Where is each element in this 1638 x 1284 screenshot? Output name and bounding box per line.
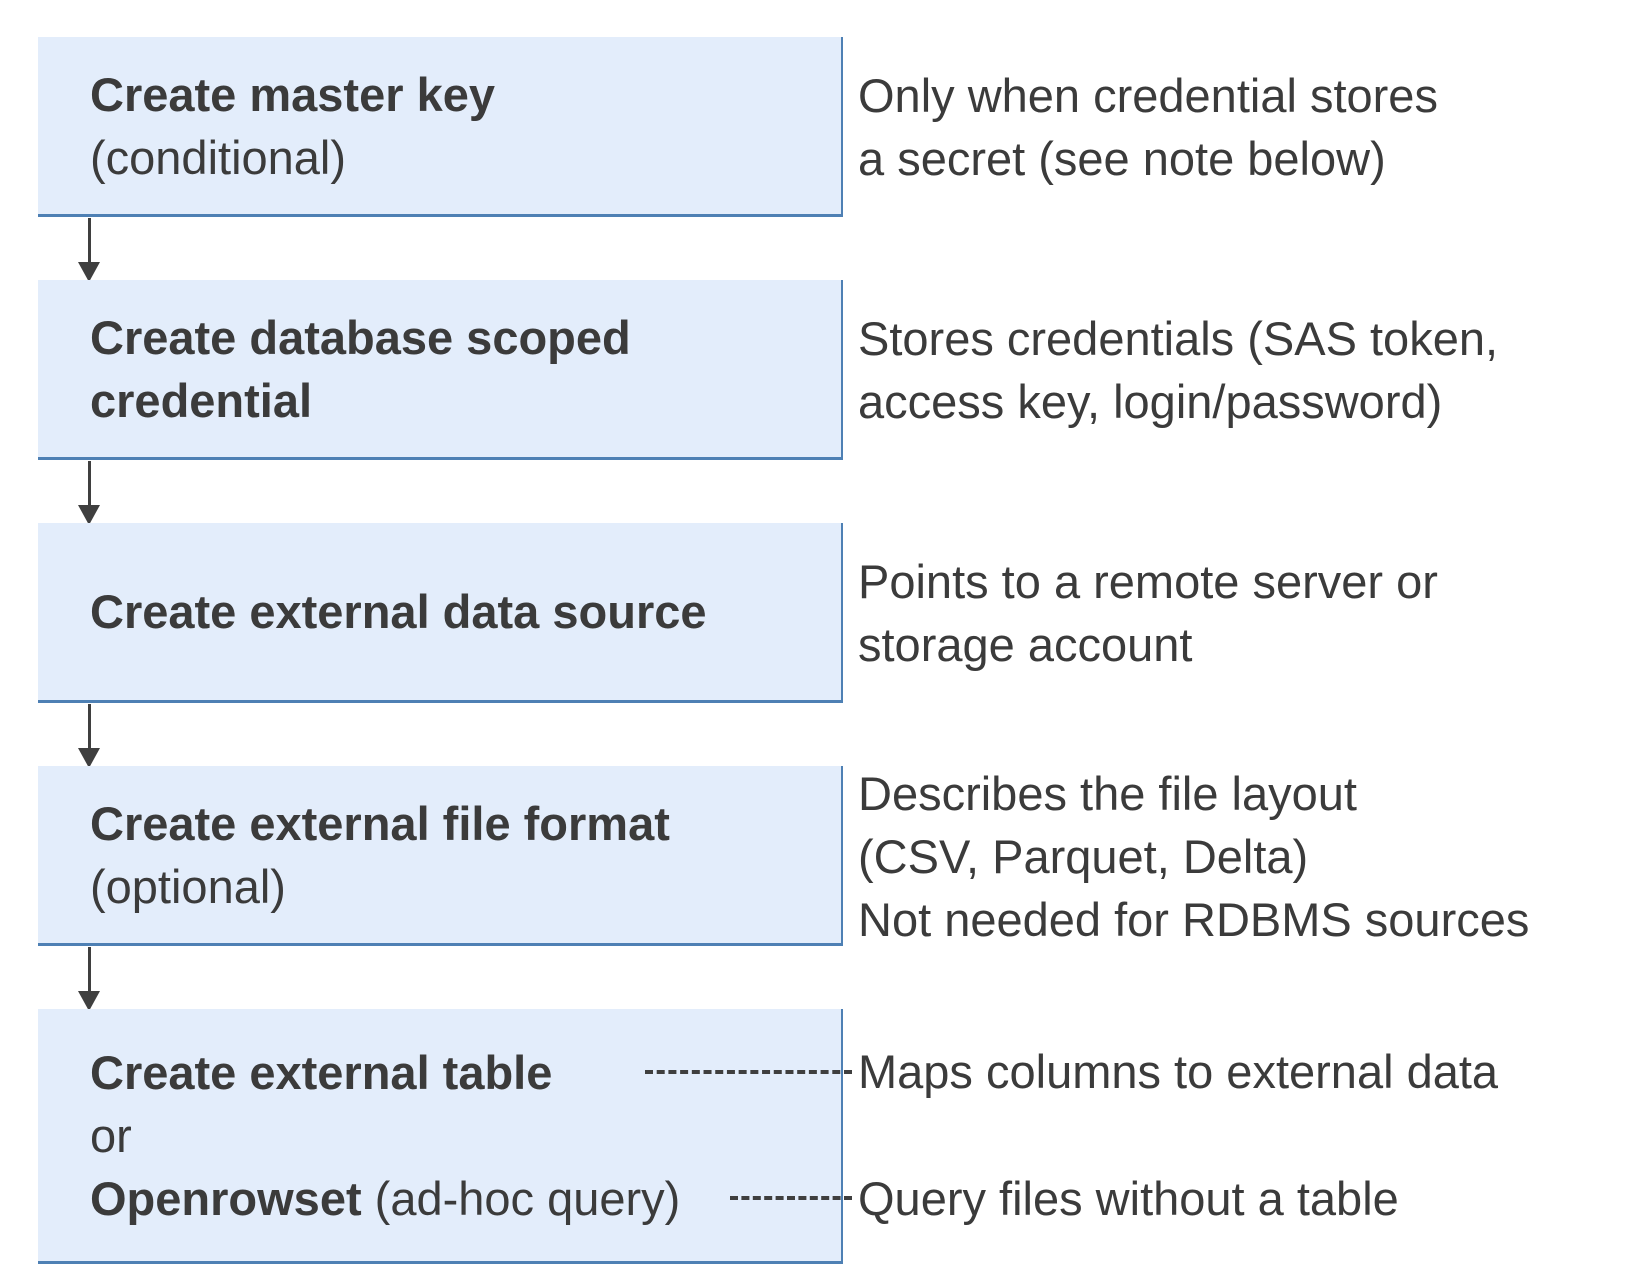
step-title: Create external file format (90, 796, 670, 850)
annotation-line: Query files without a table (858, 1172, 1399, 1225)
dashed-connector-line (730, 1196, 852, 1200)
step-or-label: or (90, 1108, 132, 1162)
arrow-head (78, 262, 100, 282)
arrow-stem (87, 704, 91, 750)
annotation-line: Only when credential stores (858, 69, 1438, 122)
annotation-master-key-note: Only when credential stores a secret (se… (858, 64, 1438, 190)
flow-step-create-master-key: Create master key (conditional) (38, 37, 843, 217)
annotation-data-source-note: Points to a remote server or storage acc… (858, 550, 1438, 676)
step-title: Create master key (90, 67, 495, 121)
arrow-head (78, 505, 100, 525)
annotation-line: Points to a remote server or (858, 555, 1438, 608)
arrow-head (78, 748, 100, 768)
arrow-down-icon (76, 461, 102, 525)
step-qualifier: (conditional) (90, 130, 347, 184)
annotation-line: Describes the file layout (858, 767, 1357, 820)
flow-step-create-database-scoped-credential: Create database scoped credential (38, 280, 843, 460)
step-qualifier: (optional) (90, 859, 286, 913)
arrow-stem (87, 461, 91, 507)
arrow-stem (87, 947, 91, 993)
annotation-line: (CSV, Parquet, Delta) (858, 830, 1309, 883)
annotation-line: storage account (858, 618, 1193, 671)
arrow-down-icon (76, 947, 102, 1011)
step-title: Create external table (90, 1045, 553, 1099)
arrow-down-icon (76, 218, 102, 282)
flow-step-create-external-table-or-openrowset: Create external table or Openrowset (ad-… (38, 1009, 843, 1264)
annotation-line: access key, login/password) (858, 375, 1443, 428)
step-title: Create database scoped (90, 310, 631, 364)
annotation-openrowset-note: Query files without a table (858, 1167, 1399, 1230)
step-title: Create external data source (90, 585, 707, 638)
flow-step-create-external-data-source: Create external data source (38, 523, 843, 703)
annotation-external-table-note: Maps columns to external data (858, 1040, 1498, 1103)
flow-step-create-external-file-format: Create external file format (optional) (38, 766, 843, 946)
step-title-line2: credential (90, 373, 313, 427)
annotation-line: Not needed for RDBMS sources (858, 893, 1530, 946)
arrow-down-icon (76, 704, 102, 768)
arrow-stem (87, 218, 91, 264)
annotation-file-format-note: Describes the file layout (CSV, Parquet,… (858, 762, 1529, 951)
annotation-line: Stores credentials (SAS token, (858, 312, 1499, 365)
step-openrowset-label: Openrowset (ad-hoc query) (90, 1171, 681, 1225)
annotation-line: Maps columns to external data (858, 1045, 1499, 1098)
dashed-connector-line (645, 1070, 852, 1074)
annotation-credential-note: Stores credentials (SAS token, access ke… (858, 307, 1498, 433)
annotation-line: a secret (see note below) (858, 132, 1386, 185)
arrow-head (78, 991, 100, 1011)
